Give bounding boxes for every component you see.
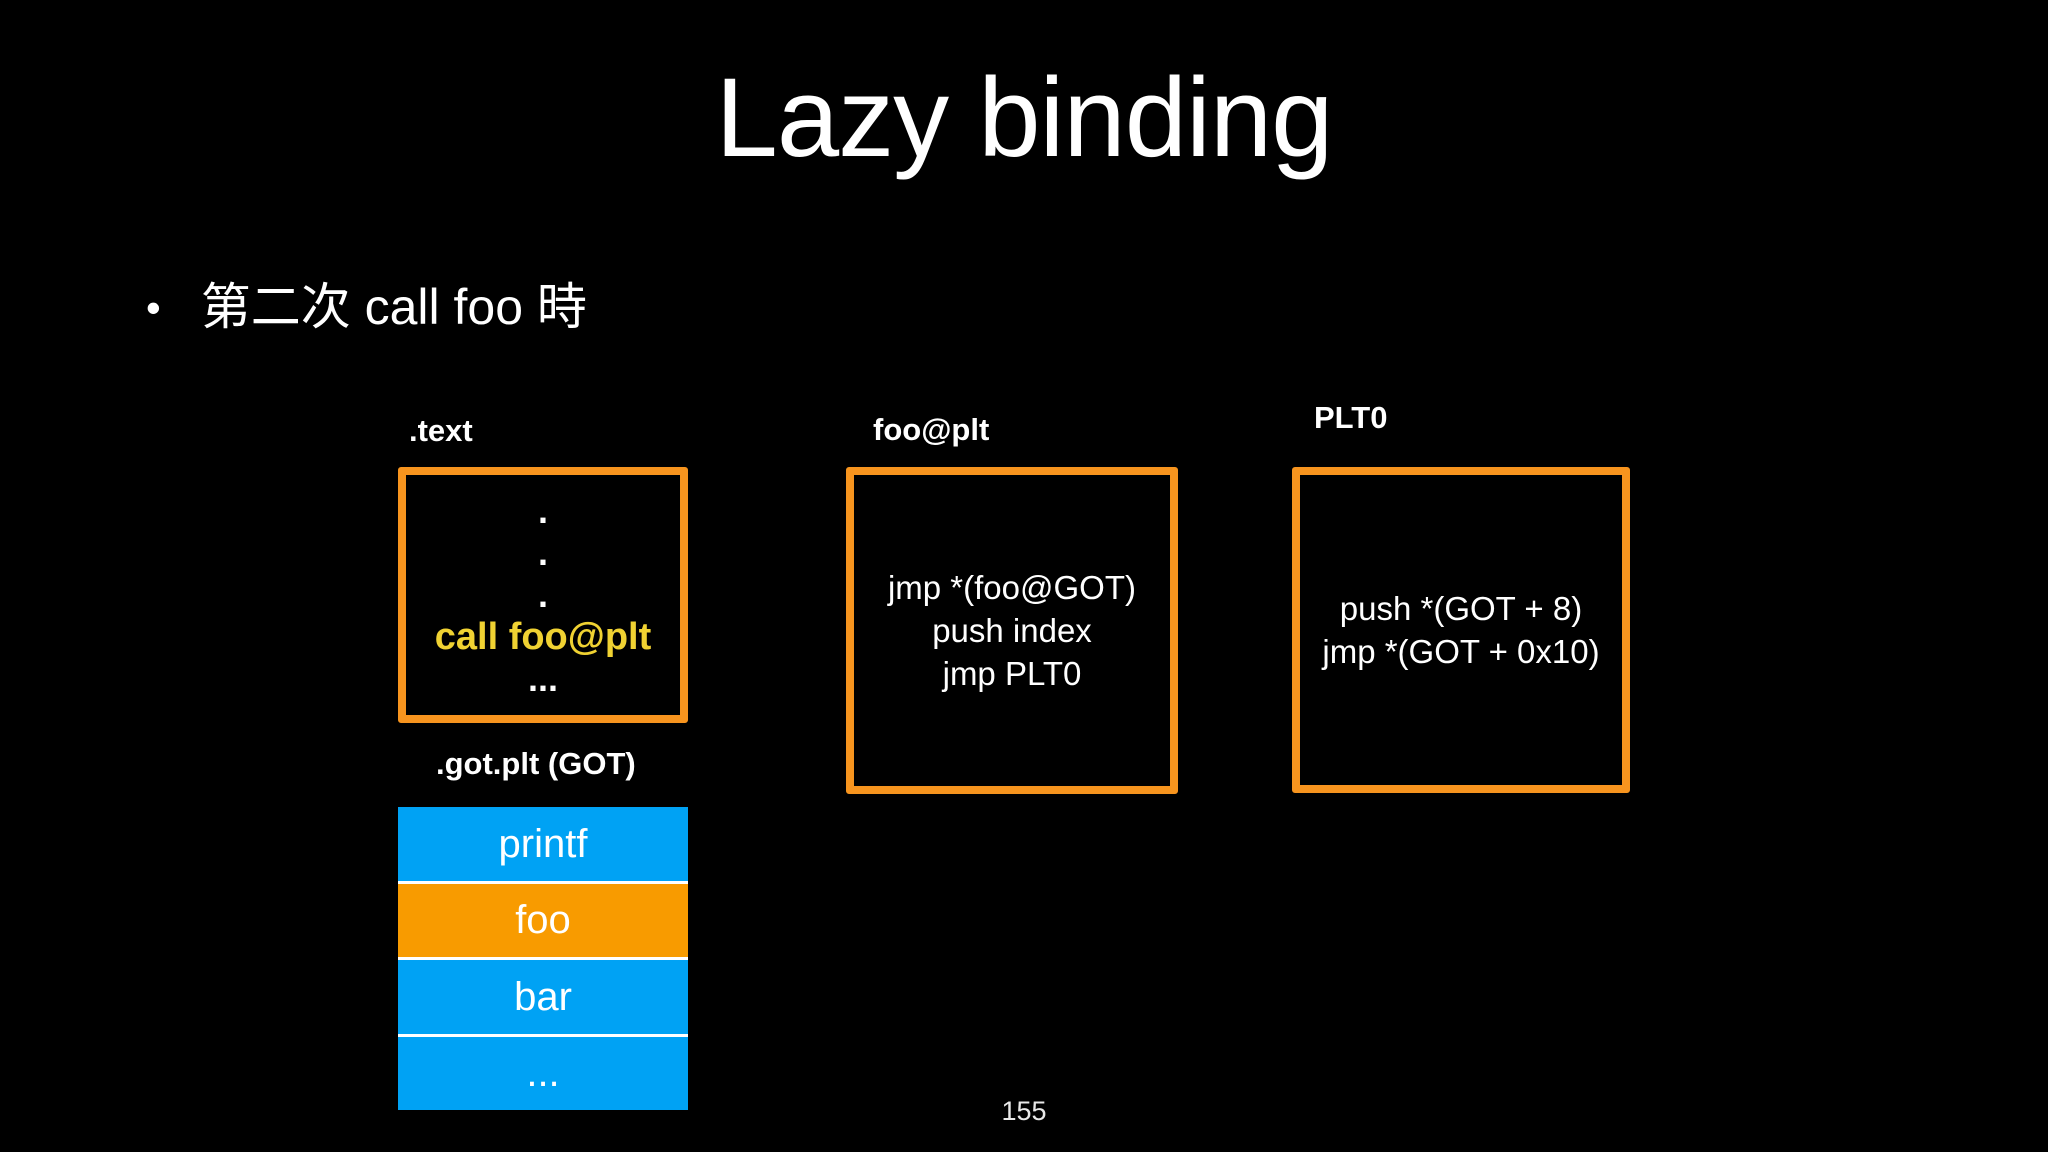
code-line-push-got8: push *(GOT + 8) (1339, 590, 1583, 627)
code-line-push-index: push index (932, 612, 1092, 649)
code-line-jmp-foo-got: jmp *(foo@GOT) (887, 569, 1137, 606)
got-row-foo: foo (398, 883, 688, 957)
code-line-dot: . (537, 574, 548, 615)
text-section-label: .text (409, 413, 473, 448)
got-row-printf: printf (398, 807, 688, 881)
fooplt-section-box: jmp *(foo@GOT) push index jmp PLT0 (846, 467, 1178, 794)
got-table: printf foo bar ... (398, 807, 688, 1110)
got-row-bar: bar (398, 960, 688, 1034)
text-section-box: . . . call foo@plt ... (398, 467, 688, 723)
bullet-icon: • (146, 283, 161, 331)
page-number: 155 (1001, 1096, 1047, 1126)
fooplt-section-label: foo@plt (873, 412, 990, 447)
plt0-section-box: push *(GOT + 8) jmp *(GOT + 0x10) (1292, 467, 1630, 793)
code-line-call-foo-plt: call foo@plt (434, 616, 652, 658)
bullet-text: 第二次 call foo 時 (200, 279, 587, 335)
code-line-dot: . (537, 490, 548, 531)
got-section-label: .got.plt (GOT) (436, 746, 636, 781)
code-line-jmp-plt0: jmp PLT0 (942, 655, 1082, 692)
plt0-section-label: PLT0 (1314, 400, 1388, 435)
slide-title: Lazy binding (715, 55, 1334, 180)
got-row-ellipsis: ... (398, 1036, 688, 1110)
bullet-item: • 第二次 call foo 時 (146, 280, 587, 335)
code-line-dot: . (537, 532, 548, 573)
code-line-jmp-got10: jmp *(GOT + 0x10) (1322, 633, 1600, 670)
code-line-ellipsis: ... (527, 658, 558, 699)
